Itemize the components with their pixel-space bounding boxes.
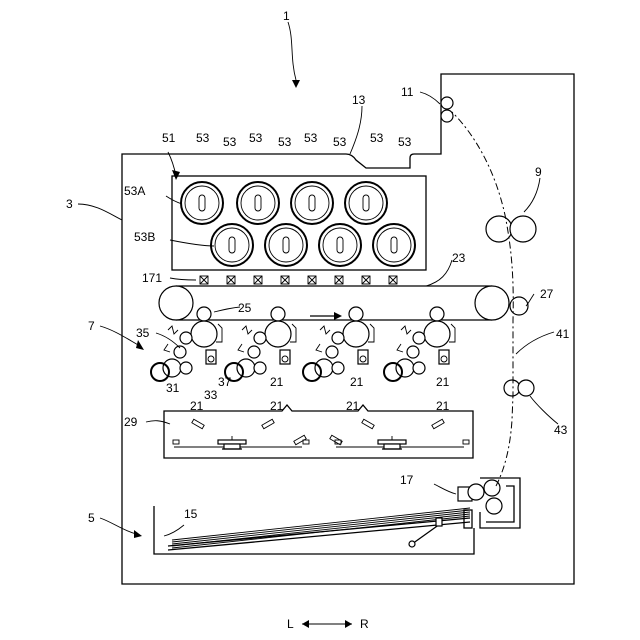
label-cartridge-3: 53 [249, 131, 263, 145]
sensor-row [200, 276, 397, 284]
toner-cartridge [291, 182, 333, 224]
image-forming-unit [303, 307, 374, 381]
label-belt: 23 [452, 251, 466, 265]
label-cartridge-1: 53 [196, 131, 210, 145]
fixing-roller-left [486, 216, 512, 242]
toner-cartridge [319, 224, 361, 266]
image-forming-unit [225, 307, 296, 381]
toner-cartridge [345, 182, 387, 224]
label-cartridge-8: 53 [398, 135, 412, 149]
label-drum-6: 21 [350, 375, 364, 389]
label-drum-5: 21 [270, 375, 284, 389]
label-top-cover: 13 [352, 93, 366, 107]
dir-left-label: L [287, 617, 294, 631]
label-sheet-tray: 15 [184, 507, 198, 521]
label-drum-1: 21 [190, 399, 204, 413]
sensor-element [200, 276, 208, 284]
mirror [362, 419, 374, 428]
label-body: 3 [66, 197, 73, 211]
label-cartridge-5: 53 [304, 131, 318, 145]
label-holder: 51 [162, 131, 176, 145]
label-sensor: 171 [142, 271, 162, 285]
toner-cartridge [237, 182, 279, 224]
cartridge-row-a [181, 182, 387, 224]
sensor-element [362, 276, 370, 284]
pickup-assembly [458, 478, 520, 528]
label-apparatus: 1 [283, 9, 290, 23]
image-forming-unit [384, 307, 455, 381]
sensor-element [227, 276, 235, 284]
label-drum-2: 21 [270, 399, 284, 413]
toner-cartridge [265, 224, 307, 266]
label-charger: 31 [166, 381, 180, 395]
sensor-element [308, 276, 316, 284]
label-cartridge-6: 53 [333, 135, 347, 149]
sheet-tray [154, 506, 474, 554]
label-conveying: 43 [554, 423, 568, 437]
lens-element [303, 440, 309, 444]
dir-right-label: R [360, 617, 369, 631]
discharge-roller-bottom [441, 110, 453, 122]
label-fixing: 9 [535, 165, 542, 179]
lens-element [173, 440, 179, 444]
label-drum-3: 21 [346, 399, 360, 413]
label-row-b: 53B [134, 230, 155, 244]
cartridge-row-b [211, 224, 415, 266]
fixing-roller-right [510, 216, 536, 242]
lens-element [463, 440, 469, 444]
label-secondary-transfer: 27 [540, 287, 554, 301]
image-forming-units [151, 307, 455, 381]
mirror [192, 419, 204, 428]
label-cartridge-7: 53 [370, 131, 384, 145]
sensor-element [254, 276, 262, 284]
label-cartridge-4: 53 [278, 135, 292, 149]
toner-cartridge [211, 224, 253, 266]
label-exposure: 29 [124, 415, 138, 429]
label-developing: 33 [204, 388, 218, 402]
discharge-roller-top [441, 97, 453, 109]
label-cleaner: 35 [136, 326, 150, 340]
label-pickup: 17 [400, 473, 414, 487]
toner-cartridge [181, 182, 223, 224]
label-blade: 37 [218, 375, 232, 389]
label-drum-4: 21 [436, 399, 450, 413]
mirror [262, 419, 274, 428]
conveying-roller-right [518, 380, 534, 396]
label-drum-7: 21 [436, 375, 450, 389]
image-forming-unit [151, 307, 222, 381]
label-row-a: 53A [124, 184, 145, 198]
direction-indicator: L R [287, 617, 369, 631]
label-discharge-rollers: 11 [401, 85, 414, 99]
toner-cartridge [373, 224, 415, 266]
label-path: 41 [556, 327, 570, 341]
sensor-element [389, 276, 397, 284]
label-cartridge-2: 53 [223, 135, 237, 149]
label-primary-transfer: 25 [238, 301, 252, 315]
mirror [432, 419, 444, 428]
sensor-element [281, 276, 289, 284]
label-feed-unit: 5 [88, 511, 95, 525]
label-image-forming: 7 [88, 319, 95, 333]
sensor-element [335, 276, 343, 284]
exposure-unit [164, 405, 473, 458]
